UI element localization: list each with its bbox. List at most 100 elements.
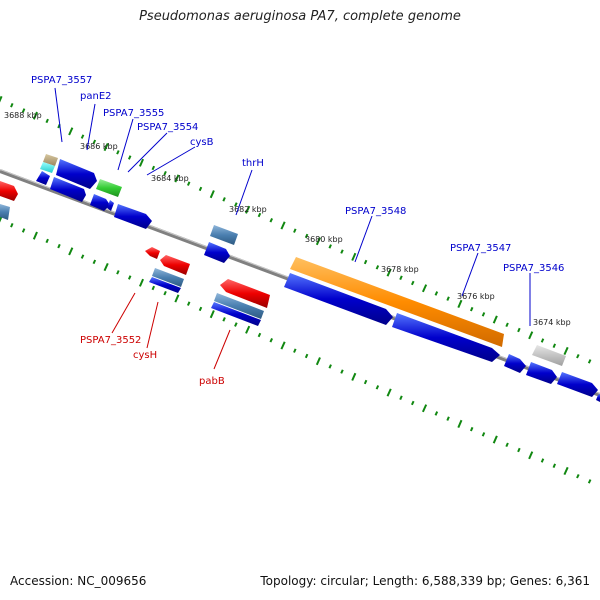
scale-tick: [174, 174, 180, 183]
scale-tick: [481, 432, 486, 437]
gene-feature-blue[interactable]: [114, 204, 152, 229]
gene-feature-red[interactable]: [0, 181, 18, 201]
gene-label[interactable]: panE2: [80, 91, 112, 102]
scale-tick: [151, 165, 156, 171]
gene-label[interactable]: pabB: [199, 376, 225, 387]
gene-label[interactable]: PSPA7_3554: [137, 122, 198, 133]
gene-feature-red[interactable]: [145, 247, 160, 259]
leader-line: [117, 118, 134, 171]
scale-label: 3688 kbp: [4, 111, 42, 120]
scale-tick: [469, 306, 474, 312]
gene-feature-red[interactable]: [220, 279, 270, 308]
gene-label[interactable]: thrH: [242, 158, 264, 169]
scale-tick: [446, 416, 450, 421]
scale-tick: [315, 357, 321, 366]
gene-feature-blue[interactable]: [504, 354, 526, 373]
scale-label: 3678 kbp: [381, 265, 419, 274]
scale-tick: [340, 369, 344, 374]
leader-line: [111, 292, 136, 334]
scale-tick: [434, 291, 439, 296]
scale-tick: [222, 317, 226, 322]
scale-tick: [209, 190, 215, 199]
scale-tick: [351, 252, 357, 261]
gene-label[interactable]: PSPA7_3555: [103, 108, 164, 119]
gene-label[interactable]: PSPA7_3552: [80, 335, 141, 346]
scale-tick: [363, 259, 368, 265]
scale-label: 3680 kbp: [305, 235, 343, 244]
leader-line: [127, 132, 168, 173]
gene-feature-steel[interactable]: [0, 204, 10, 220]
gene-feature-steel[interactable]: [214, 293, 264, 319]
gene-feature-blue[interactable]: [392, 313, 500, 362]
gene-label[interactable]: cysB: [190, 137, 214, 148]
gene-feature-blue[interactable]: [284, 273, 393, 325]
leader-line: [146, 301, 159, 349]
scale-tick: [492, 435, 498, 444]
scale-tick: [80, 134, 85, 139]
gene-feature-blue[interactable]: [211, 302, 261, 326]
gene-label[interactable]: PSPA7_3548: [345, 206, 406, 217]
scale-tick: [103, 142, 109, 152]
scale-tick: [280, 341, 286, 350]
gene-feature-green[interactable]: [96, 179, 122, 197]
gene-feature-blue[interactable]: [50, 177, 86, 202]
scale-tick: [421, 284, 428, 293]
scale-tick: [457, 299, 463, 308]
scale-tick: [517, 447, 521, 453]
gene-feature-orange[interactable]: [290, 257, 504, 347]
scale-label: 3676 kbp: [457, 292, 495, 301]
scale-tick: [138, 278, 145, 287]
gene-feature-blue[interactable]: [149, 277, 181, 293]
scale-label: 3686 kbp: [80, 142, 118, 151]
gene-feature-blue[interactable]: [596, 394, 600, 402]
gene-feature-cyan[interactable]: [40, 162, 55, 173]
leader-line: [461, 252, 479, 297]
scale-tick: [45, 118, 49, 124]
gene-feature-blue[interactable]: [204, 242, 230, 263]
gene-feature-gray[interactable]: [532, 345, 566, 366]
scale-tick: [363, 379, 368, 385]
gene-feature-steel[interactable]: [210, 225, 238, 245]
scale-tick: [174, 294, 180, 303]
scale-tick: [481, 312, 486, 317]
gene-feature-red[interactable]: [160, 255, 190, 275]
scale-tick: [10, 223, 14, 228]
gene-feature-blue[interactable]: [90, 194, 110, 211]
gene-label[interactable]: PSPA7_3557: [31, 75, 92, 86]
scale-tick: [563, 466, 569, 476]
scale-labels: 3688 kbp 3686 kbp 3684 kbp 3682 kbp 3680…: [4, 111, 571, 327]
scale-tick: [186, 181, 191, 186]
scale-tick: [528, 331, 534, 340]
scale-tick: [375, 265, 380, 270]
scale-tick: [138, 158, 145, 167]
scale-tick: [540, 338, 545, 343]
scale-tick: [293, 228, 297, 233]
accession-text: Accession: NC_009656: [10, 574, 147, 588]
scale-tick: [351, 372, 357, 381]
scale-tick: [186, 301, 191, 306]
gene-feature-blue[interactable]: [107, 200, 114, 211]
gene-label[interactable]: cysH: [133, 350, 157, 361]
scale-tick: [410, 400, 415, 406]
leader-line: [54, 87, 63, 143]
gene-feature-tan[interactable]: [43, 154, 58, 166]
scale-tick: [57, 243, 61, 249]
gene-label[interactable]: PSPA7_3546: [503, 263, 564, 274]
gene-feature-blue[interactable]: [56, 159, 97, 189]
scale-tick: [32, 231, 38, 240]
scale-tick: [517, 327, 521, 333]
gene-feature-blue[interactable]: [526, 362, 557, 384]
gene-feature-blue[interactable]: [557, 372, 598, 397]
scale-tick: [198, 306, 203, 312]
gene-label[interactable]: PSPA7_3547: [450, 243, 511, 254]
scale-tick: [328, 364, 332, 369]
gene-labels: PSPA7_3557 panE2 PSPA7_3555 PSPA7_3554 c…: [31, 75, 564, 387]
scale-tick: [386, 388, 392, 397]
scale-label: 3682 kbp: [229, 205, 267, 214]
scale-tick: [280, 221, 286, 230]
leader-line: [213, 329, 231, 370]
gene-feature-steel[interactable]: [152, 268, 184, 287]
gene-feature-blue[interactable]: [36, 171, 50, 185]
scale-tick: [528, 451, 534, 460]
